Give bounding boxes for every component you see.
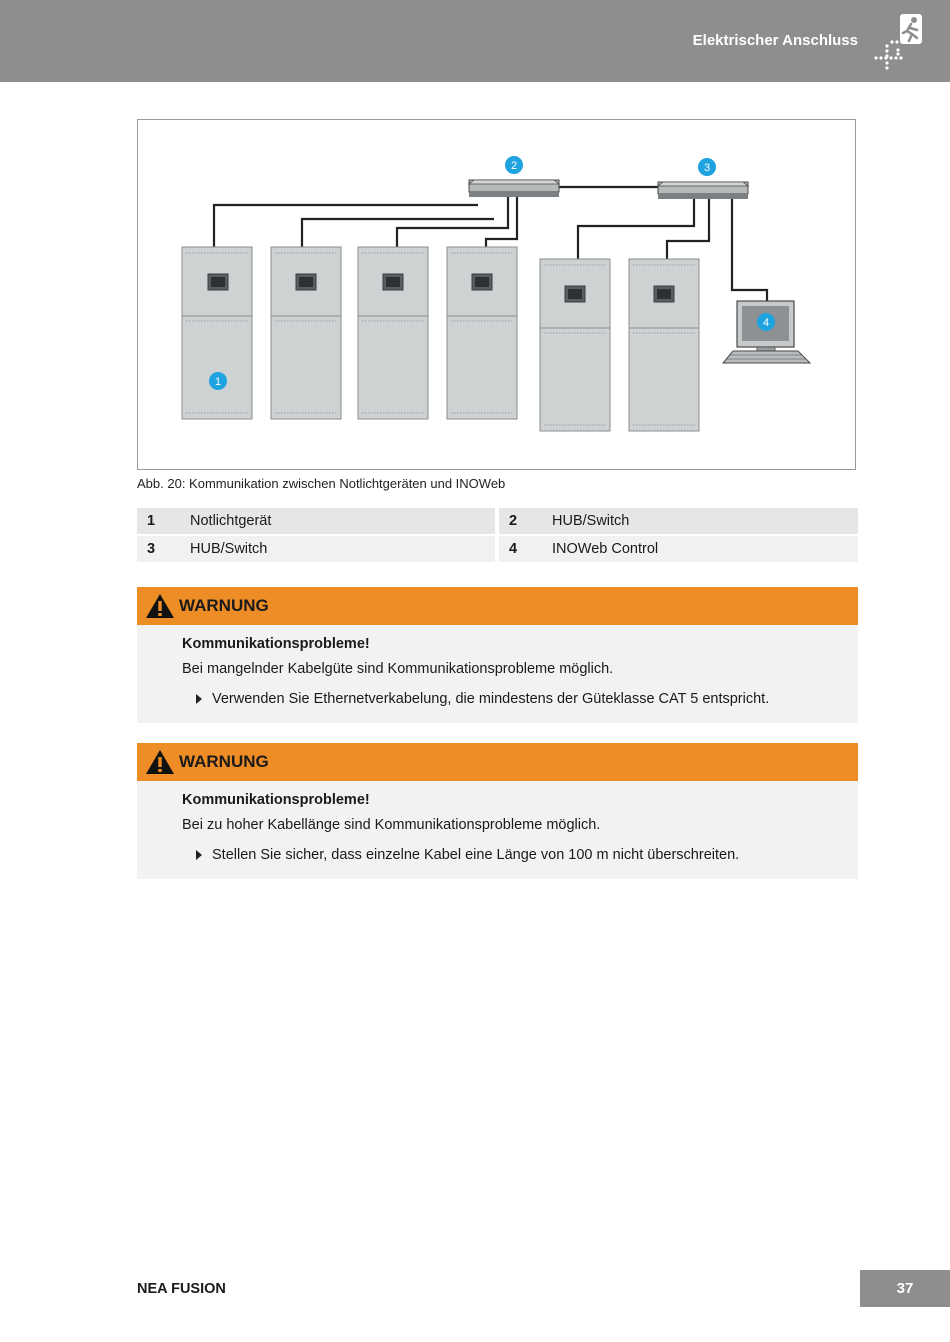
- legend-cell: 1 Notlichtgerät: [137, 508, 495, 534]
- warning-triangle-icon: [146, 594, 174, 618]
- legend-label: HUB/Switch: [190, 541, 268, 557]
- marker-3-label: 3: [704, 162, 710, 174]
- warning-label: WARNUNG: [179, 596, 269, 615]
- warning-text: Bei mangelnder Kabelgüte sind Kommunikat…: [182, 661, 614, 677]
- section-title: Elektrischer Anschluss: [692, 32, 858, 49]
- figure-caption: Abb. 20: Kommunikation zwischen Notlicht…: [137, 476, 506, 491]
- bullet-triangle-icon: [196, 694, 202, 704]
- warning-box: WARNUNG Kommunikationsprobleme! Bei zu h…: [137, 743, 858, 879]
- warning-body: Kommunikationsprobleme! Bei mangelnder K…: [137, 625, 858, 723]
- inoweb-control-computer: [721, 300, 812, 364]
- warning-body: Kommunikationsprobleme! Bei zu hoher Kab…: [137, 781, 858, 879]
- warning-step-text: Verwenden Sie Ethernetverkabelung, die m…: [212, 691, 770, 707]
- legend-number: 2: [509, 513, 518, 529]
- cabinet: [357, 246, 429, 420]
- cabinet: [270, 246, 342, 420]
- warning-title: Kommunikationsprobleme!: [182, 636, 370, 652]
- legend-cell: 2 HUB/Switch: [499, 508, 858, 534]
- warning-step: Stellen Sie sicher, dass einzelne Kabel …: [182, 843, 858, 867]
- marker-3: 3: [698, 158, 716, 176]
- page-header: Elektrischer Anschluss: [0, 0, 950, 82]
- cabinet: [181, 246, 253, 420]
- marker-4: 4: [757, 313, 775, 331]
- cabinet: [628, 258, 700, 432]
- marker-2-label: 2: [511, 160, 517, 172]
- warning-title: Kommunikationsprobleme!: [182, 792, 370, 808]
- marker-4-label: 4: [763, 317, 769, 329]
- emergency-light-units: [181, 246, 700, 432]
- legend-cell: 3 HUB/Switch: [137, 536, 495, 562]
- marker-1: 1: [209, 372, 227, 390]
- cabinet: [446, 246, 518, 420]
- hub-switch-2: [467, 179, 561, 197]
- legend-row: 3 HUB/Switch 4 INOWeb Control: [137, 536, 858, 564]
- legend-table: 1 Notlichtgerät 2 HUB/Switch 3 HUB/Switc…: [137, 508, 858, 564]
- marker-2: 2: [505, 156, 523, 174]
- network-diagram: 1 2 3 4: [181, 156, 812, 432]
- warning-label: WARNUNG: [179, 752, 269, 771]
- warning-header: WARNUNG: [137, 587, 858, 625]
- legend-label: Notlichtgerät: [190, 513, 272, 529]
- legend-row: 1 Notlichtgerät 2 HUB/Switch: [137, 508, 858, 536]
- page-number: 37: [860, 1270, 950, 1307]
- network-diagram-figure: 1 2 3 4: [137, 119, 856, 470]
- warning-box: WARNUNG Kommunikationsprobleme! Bei mang…: [137, 587, 858, 723]
- warning-header: WARNUNG: [137, 743, 858, 781]
- cabinet: [539, 258, 611, 432]
- legend-number: 4: [509, 541, 518, 557]
- legend-cell: 4 INOWeb Control: [499, 536, 858, 562]
- bullet-triangle-icon: [196, 850, 202, 860]
- hub-switch-3: [656, 181, 750, 199]
- ethernet-cables: [212, 185, 769, 301]
- warning-step-text: Stellen Sie sicher, dass einzelne Kabel …: [212, 847, 740, 863]
- legend-label: INOWeb Control: [552, 541, 659, 557]
- marker-1-label: 1: [215, 376, 221, 388]
- warning-triangle-icon: [146, 750, 174, 774]
- footer-brand: NEA FUSION: [137, 1281, 226, 1297]
- legend-label: HUB/Switch: [552, 513, 630, 529]
- warning-step: Verwenden Sie Ethernetverkabelung, die m…: [182, 687, 858, 711]
- emergency-exit-icon: [874, 14, 922, 70]
- legend-number: 1: [147, 513, 156, 529]
- legend-number: 3: [147, 541, 156, 557]
- warning-text: Bei zu hoher Kabellänge sind Kommunikati…: [182, 817, 601, 833]
